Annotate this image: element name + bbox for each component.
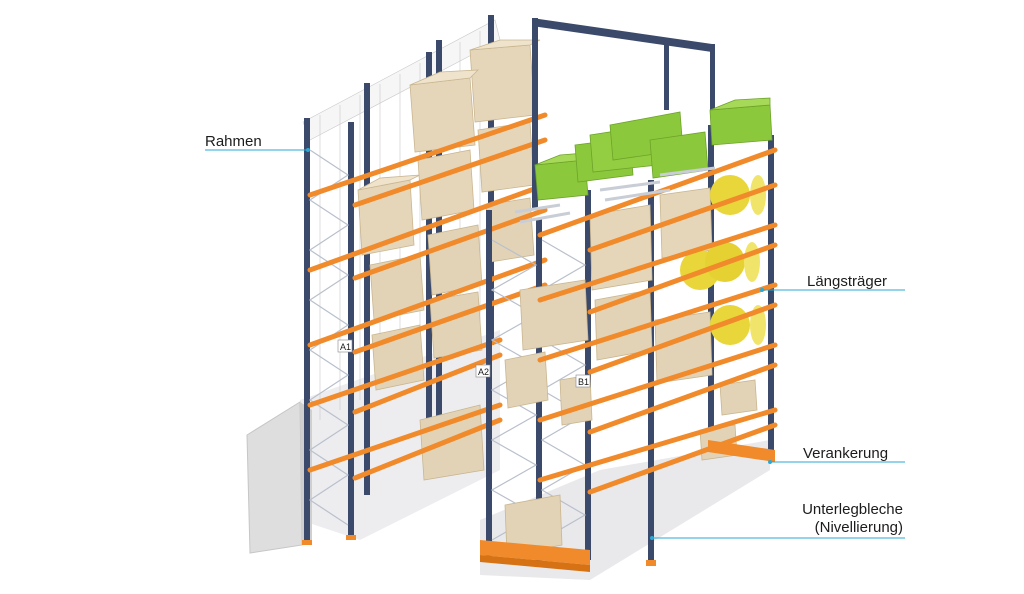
top-tie-beam bbox=[532, 18, 715, 208]
svg-text:A1: A1 bbox=[340, 342, 351, 352]
rack-tag-b1: B1 bbox=[575, 374, 591, 388]
svg-text:B1: B1 bbox=[578, 377, 589, 387]
leader-lines bbox=[205, 149, 905, 539]
rack-tag-a2: A2 bbox=[475, 364, 491, 378]
label-beam: Längsträger bbox=[807, 273, 888, 290]
bottom-anchoring bbox=[480, 440, 775, 572]
left-rack-loads bbox=[357, 39, 541, 481]
label-anchoring: Verankerung bbox=[803, 445, 889, 462]
pallet-support-bars bbox=[514, 166, 716, 224]
label-shims-line1: Unterlegbleche bbox=[802, 501, 903, 518]
left-rack-anchors bbox=[302, 535, 356, 545]
label-frame: Rahmen bbox=[205, 133, 262, 150]
leader-dots bbox=[306, 148, 772, 540]
right-rack-beams bbox=[537, 147, 778, 495]
green-crates bbox=[534, 97, 773, 201]
rack-tag-a1: A1 bbox=[337, 339, 353, 353]
label-shims: Unterlegbleche (Nivellierung) bbox=[802, 501, 903, 537]
label-shims-line2: (Nivellierung) bbox=[814, 519, 903, 536]
wall-panel bbox=[246, 401, 303, 554]
left-rack-beams bbox=[307, 112, 548, 481]
svg-text:A2: A2 bbox=[478, 367, 489, 377]
